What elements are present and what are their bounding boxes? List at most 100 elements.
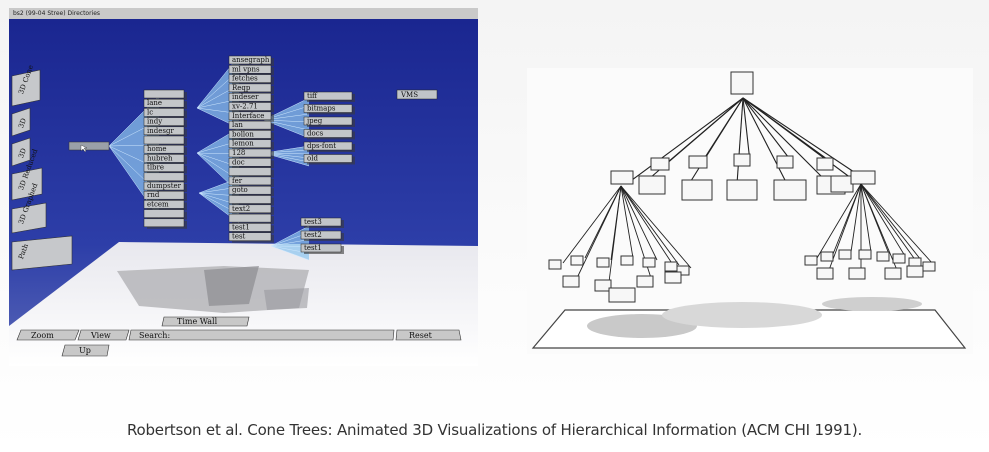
level2-node[interactable] bbox=[228, 213, 272, 223]
level4-node[interactable] bbox=[300, 230, 342, 240]
level2-node[interactable] bbox=[228, 130, 272, 139]
tree-node bbox=[638, 175, 666, 195]
view-button[interactable] bbox=[77, 329, 130, 341]
tree-node bbox=[848, 267, 866, 280]
level1-node[interactable] bbox=[143, 163, 185, 172]
view-mode-button[interactable] bbox=[11, 235, 73, 271]
view-mode-button[interactable] bbox=[11, 69, 41, 107]
level1-label: indy bbox=[147, 118, 162, 126]
level4-label: test2 bbox=[304, 231, 322, 239]
level2-label: ml vpns bbox=[232, 65, 260, 73]
level2-node[interactable] bbox=[228, 167, 272, 176]
level1-node[interactable] bbox=[143, 181, 185, 191]
level1-node[interactable] bbox=[143, 144, 185, 154]
tree-node bbox=[816, 157, 834, 171]
level2-node[interactable] bbox=[228, 232, 272, 241]
level2-node[interactable] bbox=[228, 92, 272, 102]
level2-label: indeser bbox=[232, 93, 259, 101]
window-title-bar: bs2 (99-04 Stree) Directories bbox=[9, 8, 478, 19]
level2-node[interactable] bbox=[228, 158, 272, 167]
level1-label: home bbox=[147, 145, 167, 153]
level2-node[interactable] bbox=[228, 74, 272, 83]
level4-label: test1 bbox=[304, 244, 322, 252]
tree-link bbox=[742, 97, 867, 181]
tree-link bbox=[576, 185, 622, 279]
node-vms bbox=[396, 89, 438, 100]
level4-node[interactable] bbox=[300, 217, 342, 227]
search-field[interactable] bbox=[128, 329, 395, 341]
level1-node[interactable] bbox=[143, 218, 185, 228]
view-mode-button[interactable] bbox=[11, 202, 47, 234]
level1-node[interactable] bbox=[143, 172, 185, 182]
level1-label: dumpster bbox=[147, 182, 182, 190]
tree-node bbox=[664, 261, 678, 272]
level3-node[interactable] bbox=[303, 91, 353, 101]
tree-link bbox=[860, 183, 934, 265]
level2-label: doc bbox=[232, 158, 245, 166]
view-mode-button[interactable] bbox=[11, 167, 43, 201]
tree-link bbox=[620, 185, 680, 275]
level1-node[interactable] bbox=[143, 108, 185, 117]
level3-node[interactable] bbox=[303, 154, 353, 163]
level3-node[interactable] bbox=[303, 141, 353, 151]
tree-link bbox=[620, 185, 634, 259]
tree-node bbox=[850, 170, 876, 185]
tree-link bbox=[816, 183, 862, 259]
view-label: View bbox=[90, 331, 111, 340]
tree-node bbox=[892, 253, 906, 264]
level2-label: ansegraph bbox=[232, 56, 270, 64]
level3-node[interactable] bbox=[303, 129, 353, 138]
level1-node[interactable] bbox=[143, 190, 185, 200]
level2-label: xv-2.71 bbox=[232, 103, 258, 111]
level1-node[interactable] bbox=[143, 135, 185, 145]
level2-node[interactable] bbox=[228, 139, 272, 148]
tree-link bbox=[850, 183, 862, 253]
tree-node bbox=[636, 275, 654, 288]
level2-label: Reqp bbox=[232, 84, 251, 92]
level1-node[interactable] bbox=[143, 98, 185, 108]
level4-node[interactable] bbox=[300, 243, 342, 253]
level3-node[interactable] bbox=[303, 104, 353, 113]
level3-label: old bbox=[307, 155, 318, 163]
zoom-button[interactable] bbox=[16, 329, 80, 341]
tree-node bbox=[733, 153, 751, 167]
level2-label: fer bbox=[232, 177, 243, 185]
level2-node[interactable] bbox=[228, 195, 272, 204]
level3-label: bitmaps bbox=[307, 105, 336, 113]
level2-node[interactable] bbox=[228, 176, 272, 186]
level2-node[interactable] bbox=[228, 120, 272, 130]
level2-node[interactable] bbox=[228, 223, 272, 232]
tree-node bbox=[664, 271, 682, 284]
level1-label: lc bbox=[147, 108, 153, 116]
view-mode-label: 3D bbox=[17, 147, 28, 160]
reset-button[interactable] bbox=[395, 329, 462, 341]
level2-node[interactable] bbox=[228, 55, 272, 65]
tree-link bbox=[828, 183, 862, 271]
level1-node[interactable] bbox=[143, 209, 185, 218]
level2-node[interactable] bbox=[228, 148, 272, 158]
level2-node[interactable] bbox=[228, 102, 272, 111]
tree-node bbox=[730, 71, 754, 95]
tree-node bbox=[776, 155, 794, 169]
level1-node[interactable] bbox=[143, 117, 185, 126]
view-mode-button[interactable] bbox=[11, 137, 31, 167]
level3-node[interactable] bbox=[303, 116, 353, 126]
tree-node bbox=[548, 259, 562, 270]
tree-link bbox=[742, 97, 788, 185]
level1-node[interactable] bbox=[143, 89, 185, 99]
view-mode-button[interactable] bbox=[11, 107, 31, 137]
level2-node[interactable] bbox=[228, 65, 272, 74]
tree-node bbox=[830, 175, 854, 193]
up-button[interactable] bbox=[61, 344, 110, 357]
level1-label: tlbre bbox=[147, 164, 164, 172]
level1-node[interactable] bbox=[143, 126, 185, 136]
level2-node[interactable] bbox=[228, 111, 272, 121]
level2-node[interactable] bbox=[228, 83, 272, 93]
level1-node[interactable] bbox=[143, 154, 185, 163]
time-wall-button[interactable] bbox=[161, 316, 250, 327]
level2-node[interactable] bbox=[228, 185, 272, 195]
level1-node[interactable] bbox=[143, 200, 185, 209]
level2-label: test bbox=[232, 233, 246, 241]
level2-node[interactable] bbox=[228, 204, 272, 214]
cone-tree-screenshot: bs2 (99-04 Stree) Directories bbox=[9, 8, 478, 366]
